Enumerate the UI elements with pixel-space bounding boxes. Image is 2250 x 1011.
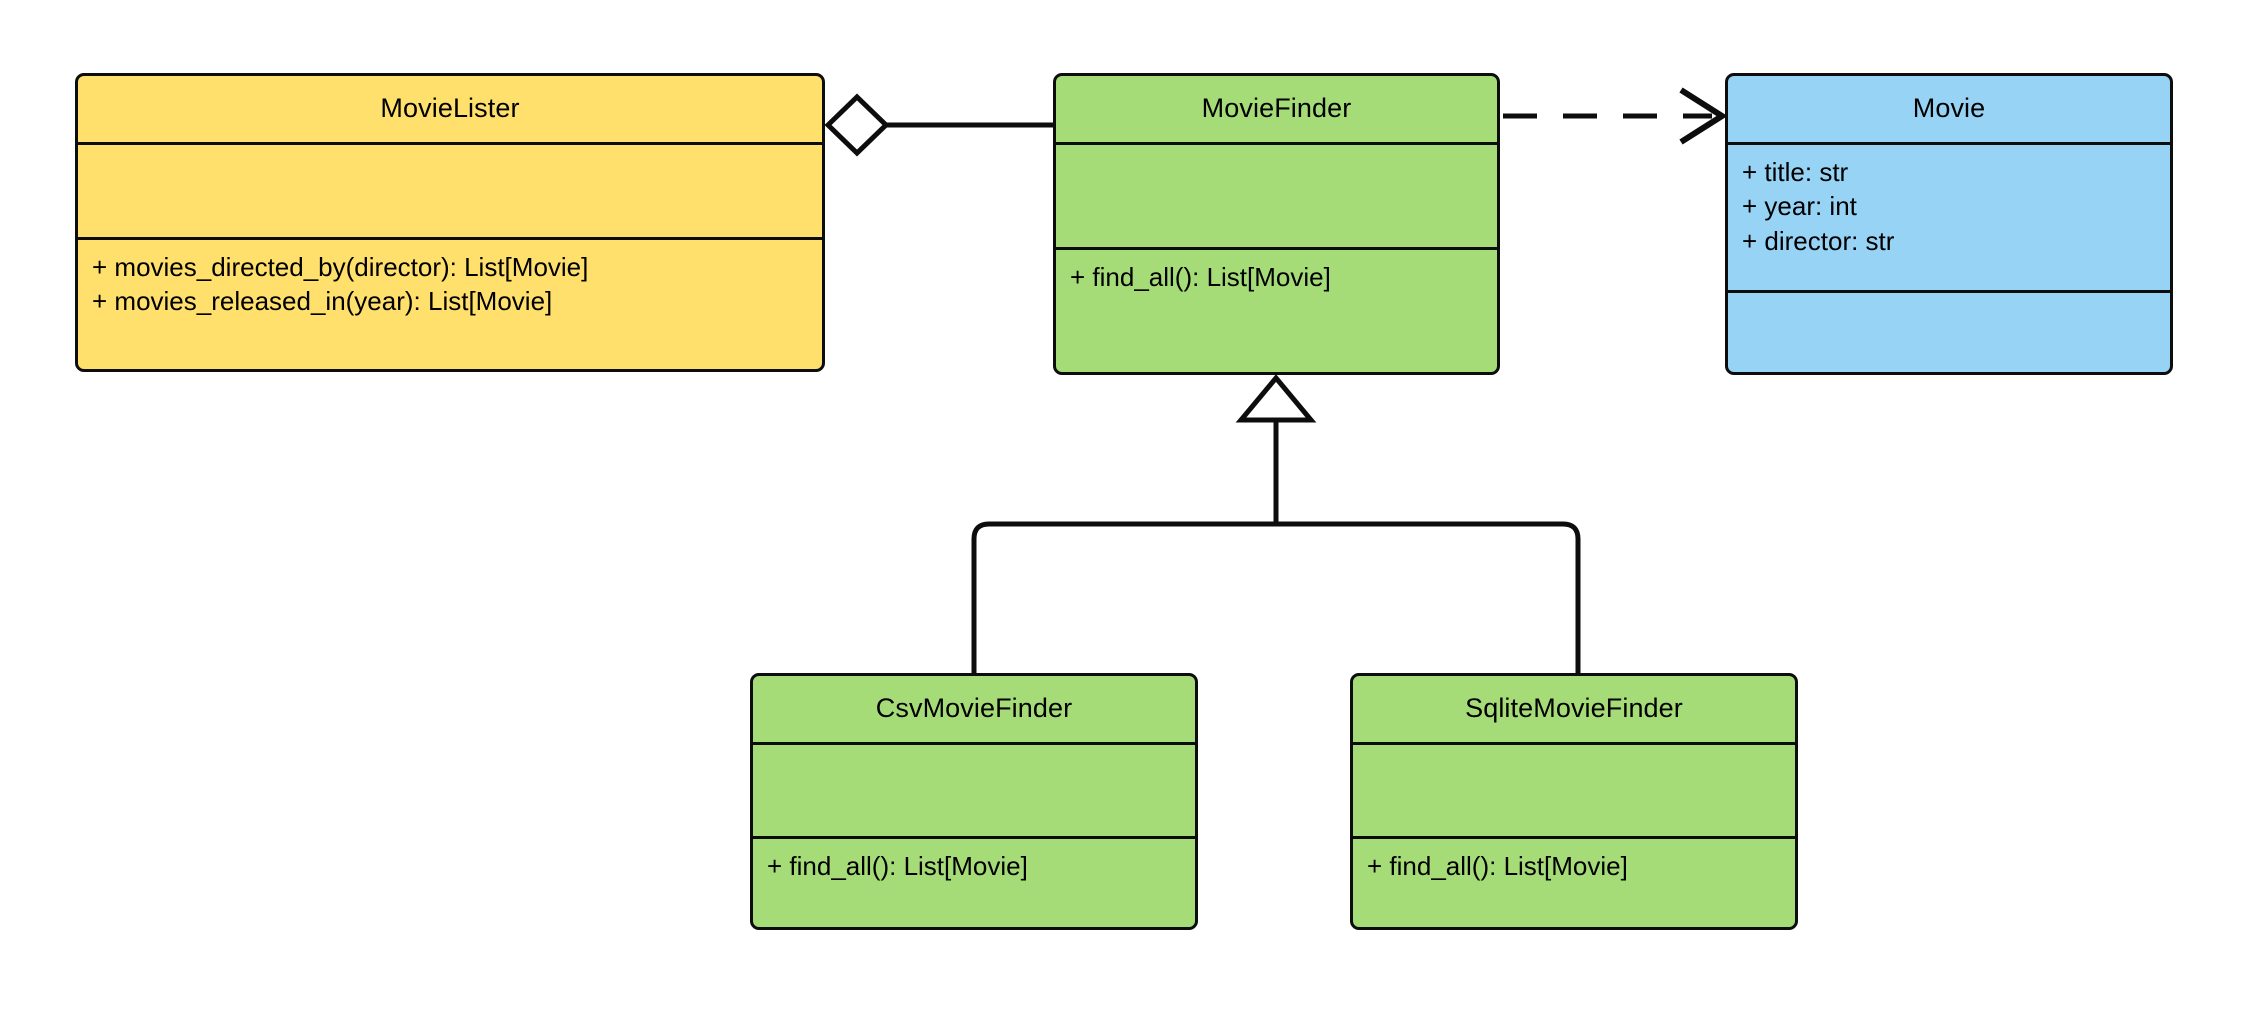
class-operations-compartment xyxy=(1728,293,2170,372)
aggregation-edge-movielister-moviefinder[interactable] xyxy=(824,93,1053,157)
class-name-compartment: MovieFinder xyxy=(1056,76,1497,145)
class-name-compartment: SqliteMovieFinder xyxy=(1353,676,1795,745)
uml-class-csvmoviefinder[interactable]: CsvMovieFinder + find_all(): List[Movie] xyxy=(750,673,1198,930)
class-attributes-compartment xyxy=(1056,145,1497,250)
attribute-item: + director: str xyxy=(1742,225,1895,256)
class-attributes-compartment xyxy=(753,745,1195,839)
class-operations-compartment: + movies_directed_by(director): List[Mov… xyxy=(78,240,822,369)
open-arrow-marker xyxy=(1679,87,1728,145)
class-operations-compartment: + find_all(): List[Movie] xyxy=(1056,250,1497,372)
generalization-edge-tree[interactable] xyxy=(971,374,1581,673)
class-attributes-compartment xyxy=(78,145,822,240)
class-title: Movie xyxy=(1912,93,1986,124)
class-title: MovieFinder xyxy=(1201,93,1352,124)
generalization-bus xyxy=(971,521,1581,673)
class-attributes-compartment: + title: str + year: int + director: str xyxy=(1728,145,2170,293)
class-attributes-compartment xyxy=(1353,745,1795,839)
uml-class-movielister[interactable]: MovieLister + movies_directed_by(directo… xyxy=(75,73,825,372)
operation-item: + movies_released_in(year): List[Movie] xyxy=(92,286,553,317)
class-title: CsvMovieFinder xyxy=(875,693,1073,724)
class-title: SqliteMovieFinder xyxy=(1465,693,1683,724)
dependency-edge-moviefinder-movie[interactable] xyxy=(1503,87,1728,145)
attribute-item: + year: int xyxy=(1742,191,1857,222)
operation-item: + movies_directed_by(director): List[Mov… xyxy=(92,252,589,282)
uml-class-sqlitemoviefinder[interactable]: SqliteMovieFinder + find_all(): List[Mov… xyxy=(1350,673,1798,930)
class-title: MovieLister xyxy=(380,93,520,124)
hollow-diamond-marker xyxy=(824,93,890,157)
attribute-item: + title: str xyxy=(1742,157,1849,187)
uml-class-movie[interactable]: Movie + title: str + year: int + directo… xyxy=(1725,73,2173,375)
class-name-compartment: Movie xyxy=(1728,76,2170,145)
class-name-compartment: MovieLister xyxy=(78,76,822,145)
hollow-triangle-marker xyxy=(1235,374,1317,423)
class-operations-compartment: + find_all(): List[Movie] xyxy=(1353,839,1795,927)
uml-class-moviefinder[interactable]: MovieFinder + find_all(): List[Movie] xyxy=(1053,73,1500,375)
operation-item: + find_all(): List[Movie] xyxy=(1367,851,1628,881)
class-operations-compartment: + find_all(): List[Movie] xyxy=(753,839,1195,927)
class-name-compartment: CsvMovieFinder xyxy=(753,676,1195,745)
operation-item: + find_all(): List[Movie] xyxy=(1070,262,1331,292)
operation-item: + find_all(): List[Movie] xyxy=(767,851,1028,881)
